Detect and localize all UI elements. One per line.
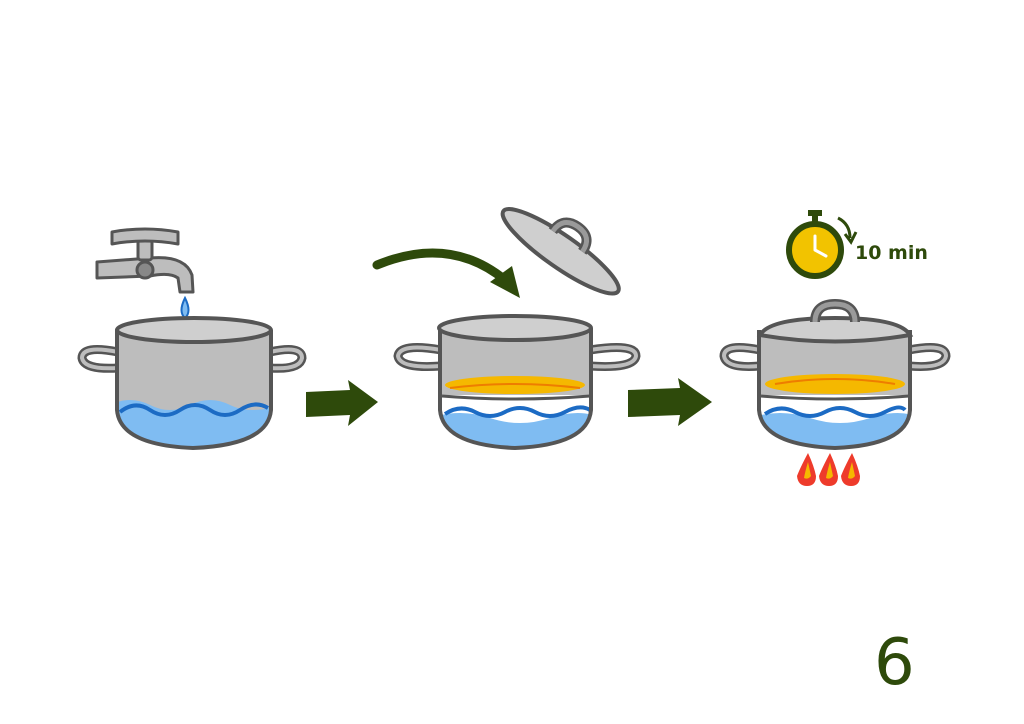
pot-with-water [77, 316, 307, 451]
faucet-icon [95, 227, 195, 294]
stopwatch-icon [786, 210, 858, 279]
curved-arrow-icon [372, 248, 510, 285]
timer-label: 10 min [855, 242, 928, 264]
page-number: 6 [874, 626, 915, 700]
lid-icon [500, 207, 621, 296]
water-drop-icon [180, 295, 190, 320]
flame-icon [797, 453, 860, 486]
arrow-right-icon [306, 380, 378, 426]
pot-boiling [719, 298, 951, 451]
arrow-right-icon [628, 378, 712, 426]
pot-with-pasta [393, 314, 641, 451]
